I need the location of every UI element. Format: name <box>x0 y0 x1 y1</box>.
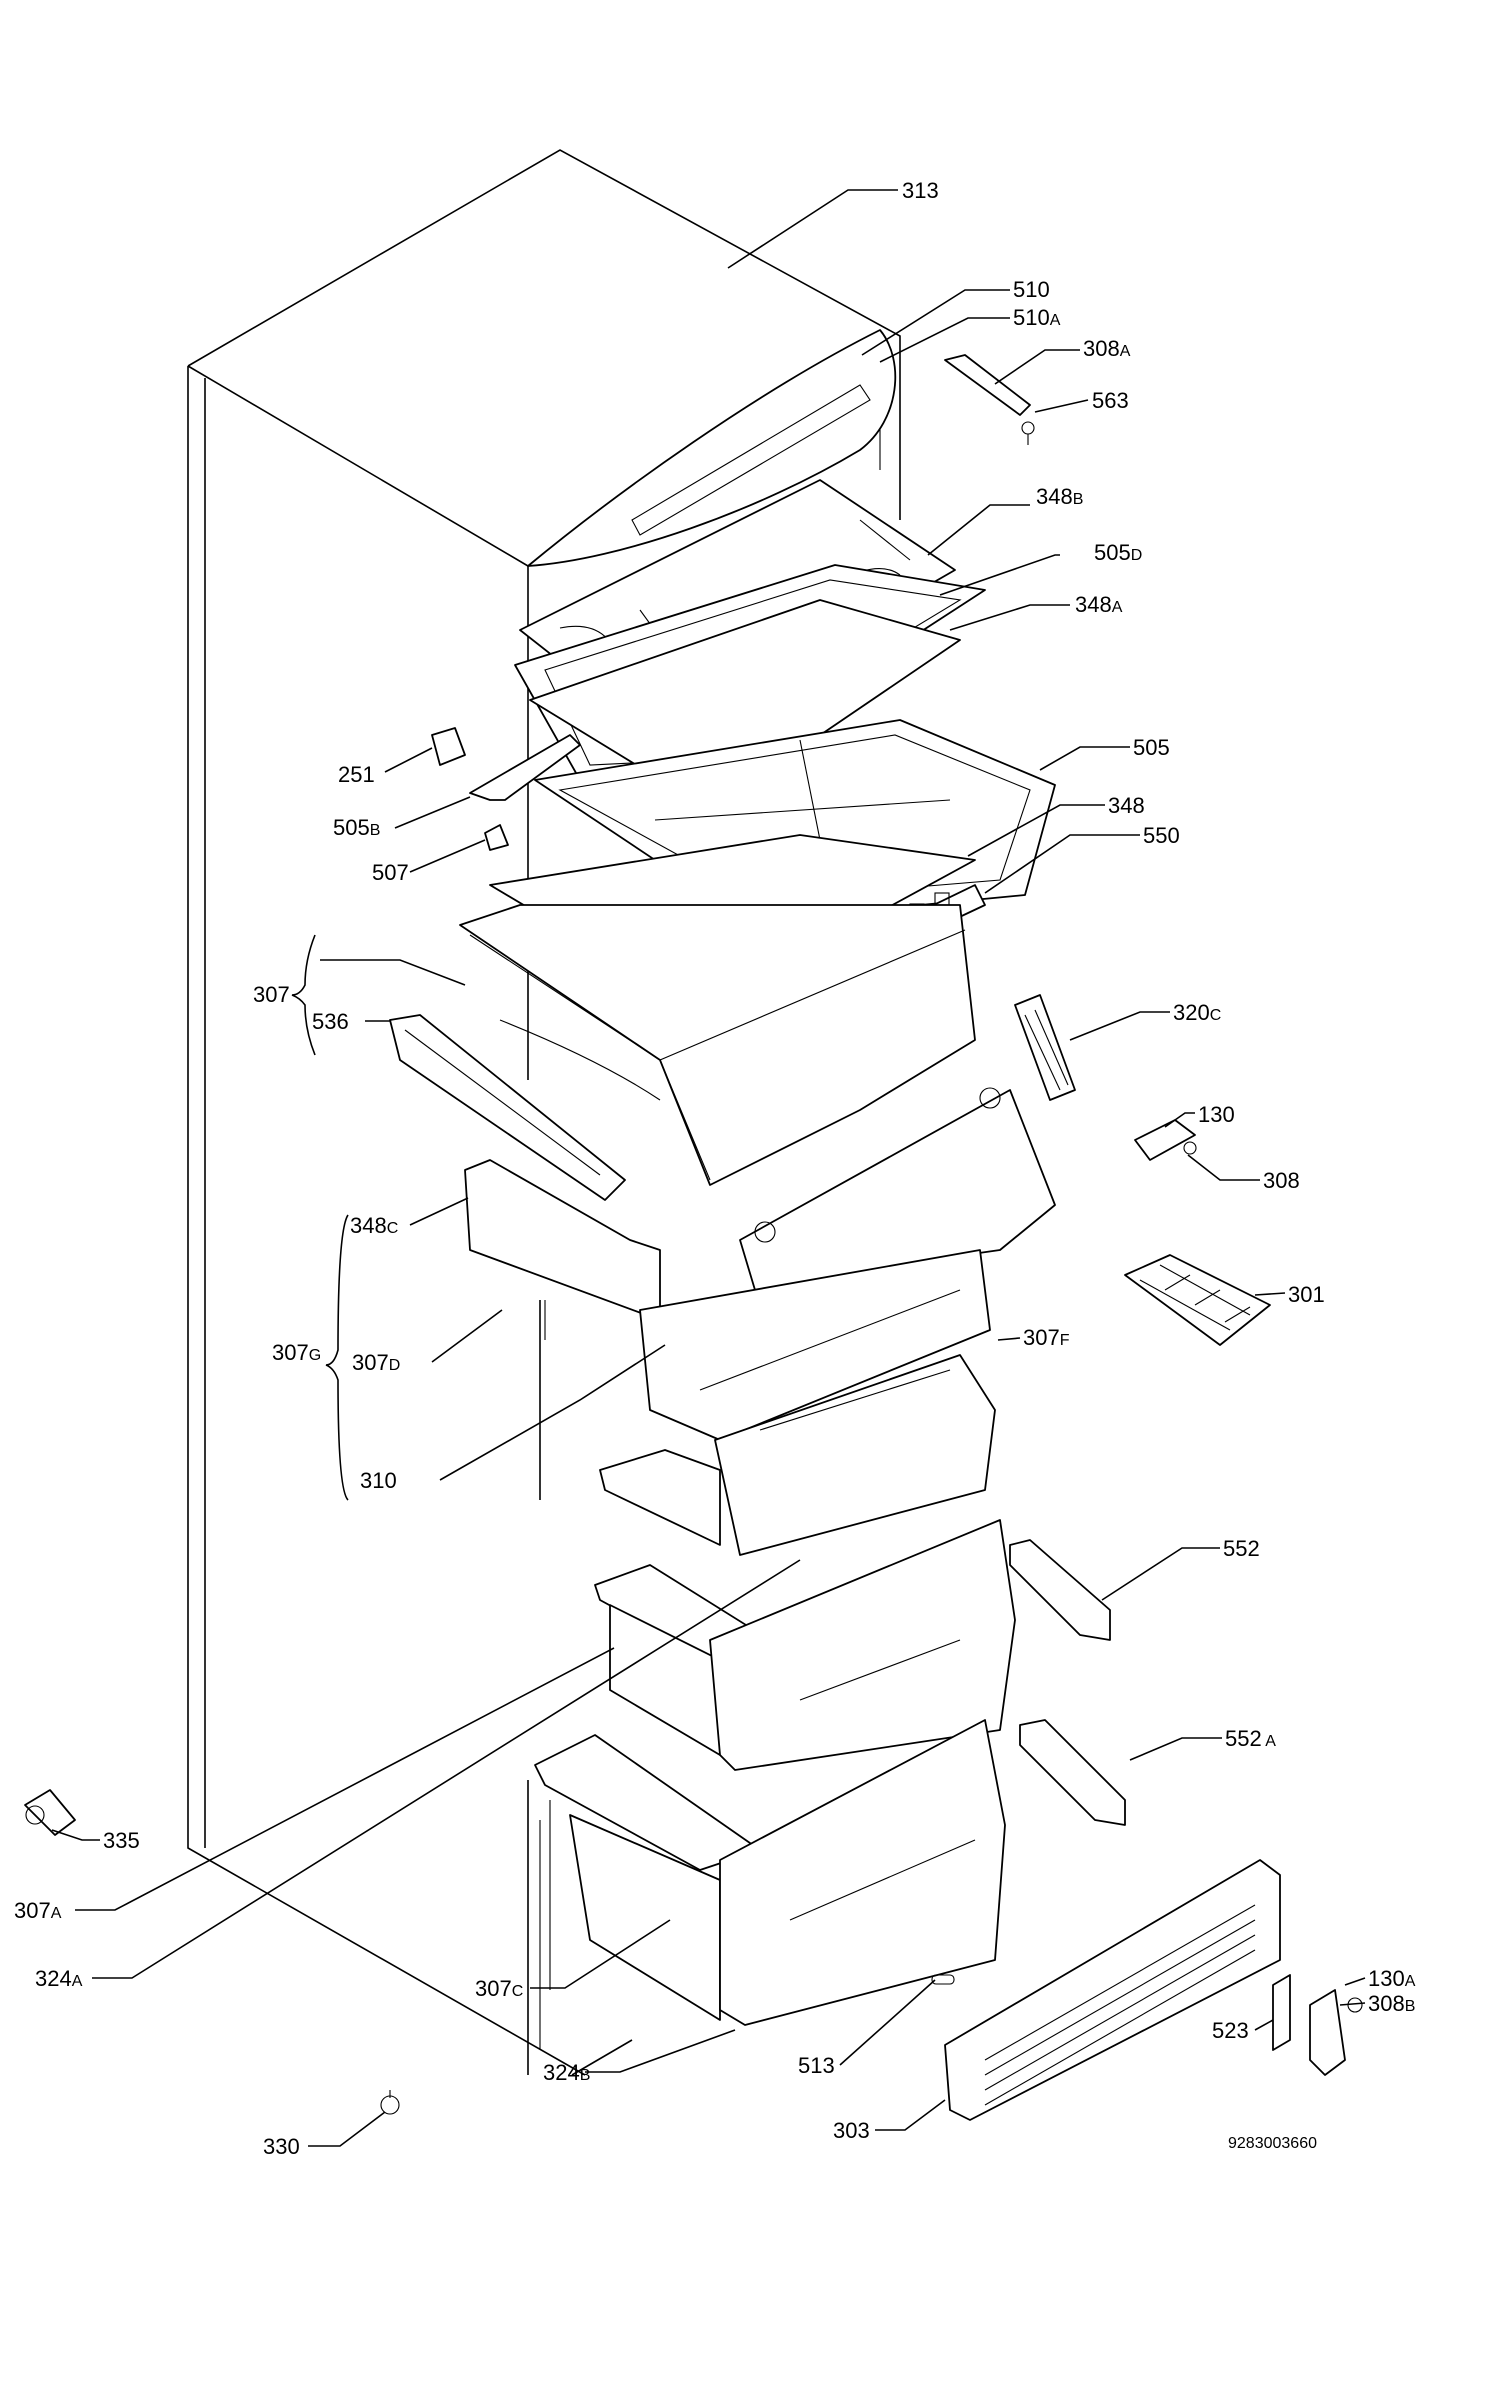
label-510: 510 <box>1013 277 1050 302</box>
label-505d: 505D <box>1094 540 1142 565</box>
leader-lines <box>51 189 1366 2147</box>
label-563: 563 <box>1092 388 1129 413</box>
label-308a: 308A <box>1083 336 1131 361</box>
label-130: 130 <box>1198 1102 1235 1127</box>
label-324a: 324A <box>35 1966 83 1991</box>
rail-552 <box>1009 1539 1111 1641</box>
label-301: 301 <box>1288 1282 1325 1307</box>
kickplate-303 <box>944 1859 1281 2121</box>
label-523: 523 <box>1212 2018 1249 2043</box>
label-505: 505 <box>1133 735 1170 760</box>
label-324b: 324B <box>543 2060 590 2085</box>
drawer-307a <box>594 1519 1016 1771</box>
label-307a: 307A <box>14 1898 62 1923</box>
hinge-bracket-130 <box>1134 1119 1197 1161</box>
label-552: 552 <box>1223 1536 1260 1561</box>
label-510a: 510A <box>1013 305 1061 330</box>
group-bracket-307g <box>325 1214 349 1501</box>
label-536: 536 <box>312 1009 349 1034</box>
foot-335 <box>24 1789 76 1836</box>
label-507: 507 <box>372 860 409 885</box>
label-348a: 348A <box>1075 592 1123 617</box>
plug-513 <box>931 1974 955 1985</box>
label-307d: 307D <box>352 1350 400 1375</box>
label-348c: 348C <box>350 1213 398 1238</box>
vent-320c <box>1014 994 1076 1101</box>
small-drawer <box>599 1449 721 1546</box>
rail-552a <box>1019 1719 1126 1826</box>
label-307: 307 <box>253 982 290 1007</box>
group-bracket-307 <box>291 934 316 1056</box>
hinge-130a <box>1309 1989 1363 2076</box>
label-320c: 320C <box>1173 1000 1221 1025</box>
label-310: 310 <box>360 1468 397 1493</box>
label-251: 251 <box>338 762 375 787</box>
label-552a: 552 A <box>1225 1726 1276 1751</box>
part-505b <box>469 734 581 801</box>
crisper-box-307 <box>459 904 976 1186</box>
label-348: 348 <box>1108 793 1145 818</box>
part-labels: 313 510 510A 308A 563 348B 505D 348A 251… <box>14 178 1416 2159</box>
label-513: 513 <box>798 2053 835 2078</box>
foot-330 <box>380 2090 400 2115</box>
screw-563 <box>1021 421 1035 445</box>
label-307f: 307F <box>1023 1325 1070 1350</box>
label-335: 335 <box>103 1828 140 1853</box>
label-550: 550 <box>1143 823 1180 848</box>
bracket-308a <box>944 354 1031 416</box>
drawer-307d <box>464 1159 991 1441</box>
panel-536 <box>389 1014 626 1201</box>
drawer-front-307f <box>714 1354 996 1556</box>
clip-251 <box>431 727 466 766</box>
label-307c: 307C <box>475 1976 523 2001</box>
label-505b: 505B <box>333 815 380 840</box>
label-308b: 308B <box>1368 1991 1415 2016</box>
drawer-307c <box>534 1719 1006 2026</box>
label-348b: 348B <box>1036 484 1083 509</box>
label-307g: 307G <box>272 1340 321 1365</box>
ice-tray-301 <box>1124 1254 1271 1346</box>
clip-507 <box>484 824 509 851</box>
label-330: 330 <box>263 2134 300 2159</box>
label-308: 308 <box>1263 1168 1300 1193</box>
label-303: 303 <box>833 2118 870 2143</box>
label-313: 313 <box>902 178 939 203</box>
bracket-523 <box>1272 1974 1291 2051</box>
drawing-number: 9283003660 <box>1228 2135 1317 2152</box>
label-130a: 130A <box>1368 1966 1416 1991</box>
light-cover-510 <box>527 329 897 567</box>
